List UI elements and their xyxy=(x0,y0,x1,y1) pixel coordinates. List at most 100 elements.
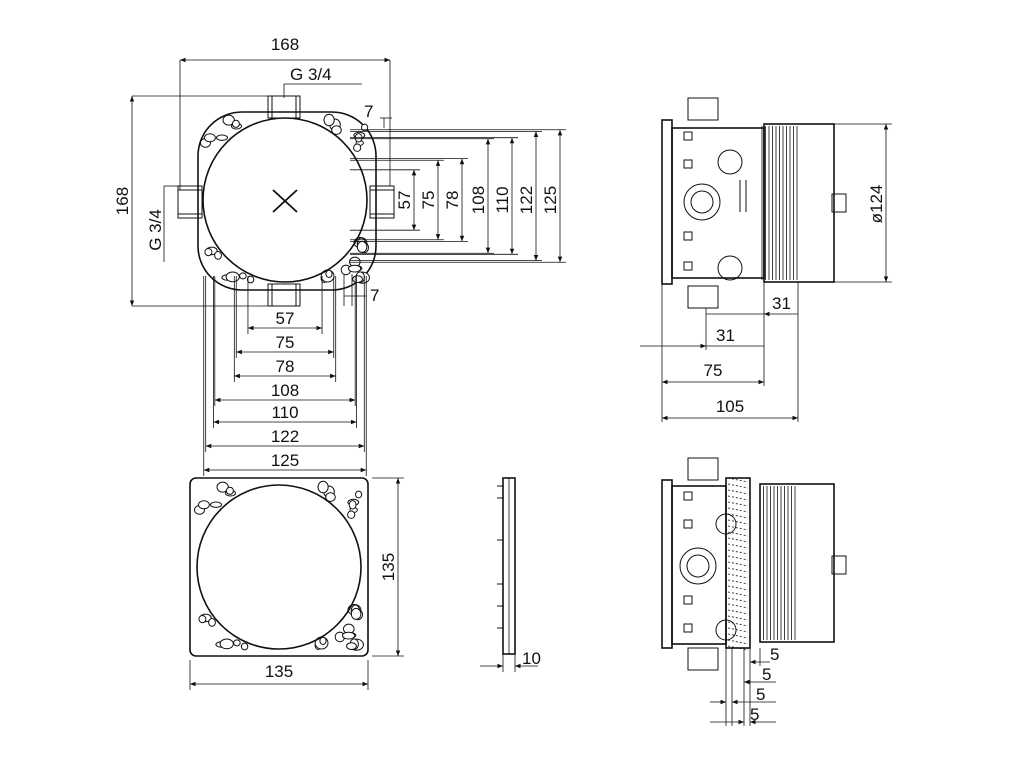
port-bottom xyxy=(717,255,743,281)
mounting-hole xyxy=(331,125,342,135)
valve-body xyxy=(671,127,765,279)
hatch-line xyxy=(727,525,749,531)
hatch-line xyxy=(727,597,749,603)
dim-label: 31 xyxy=(772,294,791,313)
hatch-line xyxy=(727,567,749,573)
dim-label: 125 xyxy=(271,451,299,470)
left-connector xyxy=(177,185,203,219)
port-main-inner xyxy=(690,190,714,214)
mounting-hole xyxy=(239,272,247,280)
hatch-line xyxy=(727,573,749,579)
hatch-line xyxy=(727,579,749,585)
dim-label: 105 xyxy=(716,397,744,416)
side-view: ø124 31 31 75 105 xyxy=(640,97,892,422)
hatch-line xyxy=(727,633,749,639)
mounting-hole xyxy=(219,638,234,650)
dims-side-2: 5 5 5 5 xyxy=(710,645,779,726)
mounting-hole xyxy=(342,631,356,640)
dim-label: 125 xyxy=(541,186,560,214)
dim-label: 5 xyxy=(762,665,771,684)
dim-label: 78 xyxy=(276,357,295,376)
mounting-hole xyxy=(356,240,368,253)
section-hatch xyxy=(727,477,749,651)
connector-bottom xyxy=(687,285,719,309)
dim-label: 135 xyxy=(265,662,293,681)
hatch-line xyxy=(727,531,749,537)
profile-ribs xyxy=(497,478,510,654)
hatch-line xyxy=(727,477,749,483)
dim-label: 10 xyxy=(522,649,541,668)
hatch-line xyxy=(727,639,749,645)
dim-label: G 3/4 xyxy=(290,65,332,84)
hatch-line xyxy=(727,609,749,615)
mounting-hole xyxy=(203,133,216,143)
dim-label: 168 xyxy=(113,187,132,215)
mounting-hole xyxy=(214,251,222,260)
cover-sleeve xyxy=(763,123,835,283)
port-main xyxy=(683,183,721,221)
dim-label: 108 xyxy=(271,381,299,400)
mounting-hole xyxy=(348,500,357,510)
dim-label: 110 xyxy=(493,186,512,213)
mounting-hole xyxy=(350,607,362,620)
hole-pattern xyxy=(194,480,364,651)
dim-label: 5 xyxy=(750,705,759,724)
mounting-hole xyxy=(361,123,369,132)
dim-label: 110 xyxy=(271,403,298,422)
mounting-hole xyxy=(323,113,335,127)
mounting-hole xyxy=(231,119,240,128)
hole-pattern xyxy=(200,113,370,284)
cover-sleeve xyxy=(759,483,835,643)
flange xyxy=(661,479,673,649)
dim-label: 57 xyxy=(276,309,295,328)
hatch-line xyxy=(727,603,749,609)
hatch-line xyxy=(727,621,749,627)
center-cross-icon xyxy=(272,189,298,213)
hatch-line xyxy=(727,645,749,651)
dim-offset-top: 7 xyxy=(364,102,392,128)
sleeve xyxy=(759,486,796,640)
connector-top xyxy=(687,97,719,121)
mounting-hole xyxy=(225,486,234,495)
hatch-line xyxy=(727,591,749,597)
dim-thread-left: G 3/4 xyxy=(146,185,180,262)
bottom-connector xyxy=(267,283,301,307)
dim-label: G 3/4 xyxy=(146,209,165,251)
dim-label: 7 xyxy=(370,286,379,305)
mounting-hole xyxy=(325,492,336,502)
dim-plate-width: 135 xyxy=(189,660,369,690)
hatch-line xyxy=(727,627,749,633)
hatch-line xyxy=(727,513,749,519)
mounting-hole xyxy=(348,264,362,273)
mounting-hole xyxy=(198,615,207,624)
hatch-line xyxy=(727,585,749,591)
dim-overall-width: 168 xyxy=(179,35,391,190)
hatch-line xyxy=(727,495,749,501)
mounting-hole xyxy=(347,510,356,519)
mounting-hole xyxy=(233,639,241,647)
hatch-line xyxy=(727,549,749,555)
mounting-hole xyxy=(246,275,255,284)
dim-label: 108 xyxy=(469,186,488,214)
plate-opening xyxy=(196,484,362,650)
dim-label: 31 xyxy=(716,326,735,345)
dim-thread-top: G 3/4 xyxy=(283,65,362,98)
dim-label: 5 xyxy=(756,685,765,704)
mounting-hole xyxy=(352,275,363,284)
dim-label: 135 xyxy=(379,553,398,581)
mounting-hole xyxy=(319,636,327,646)
right-connector xyxy=(369,185,395,219)
mounting-hole xyxy=(240,642,249,651)
dim-label: 78 xyxy=(443,191,462,210)
dim-label: 57 xyxy=(395,191,414,210)
mounting-hole xyxy=(355,490,363,499)
mounting-hole xyxy=(346,642,357,650)
mounting-hole xyxy=(210,501,222,508)
dim-label: 7 xyxy=(364,102,373,121)
hatch-line xyxy=(727,507,749,513)
dims-side: 31 31 75 105 xyxy=(640,282,799,422)
